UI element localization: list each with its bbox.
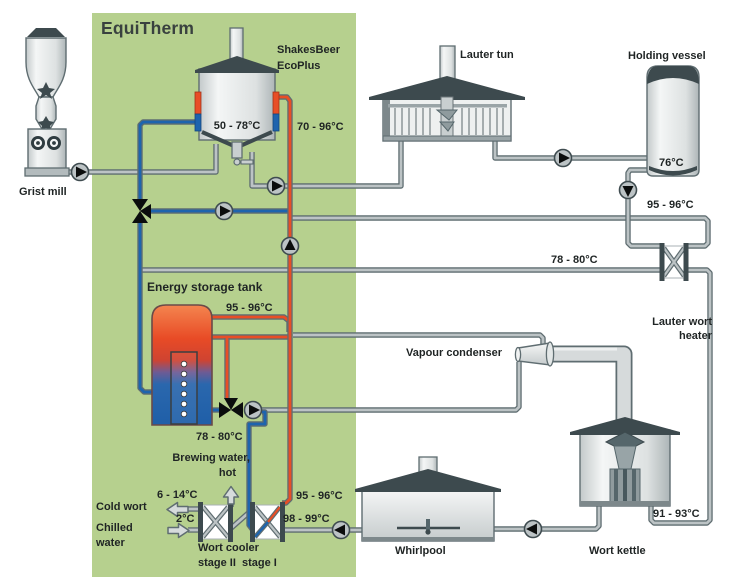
grist-mill-label: Grist mill xyxy=(19,186,67,198)
wort-cooler-stage1-icon xyxy=(250,502,285,542)
wort-kettle-label: Wort kettle xyxy=(589,545,646,557)
holding-vessel-label: Holding vessel xyxy=(628,50,706,62)
wort-cooler-label: Wort cooler xyxy=(198,542,259,554)
pump-icon xyxy=(280,236,300,256)
wort-cooler-stages-label: stage II stage I xyxy=(198,557,277,569)
chilled-water-temp: 2°C xyxy=(176,513,195,525)
mill-roller-icon xyxy=(31,136,45,150)
star-feeder-icon xyxy=(38,116,54,131)
cold-wort-arrow-icon xyxy=(166,501,189,518)
flow-arrows xyxy=(166,485,240,539)
pump-icon xyxy=(214,201,234,221)
mash-vessel-name-2: EcoPlus xyxy=(277,60,321,72)
lauter-wort-heater-icon xyxy=(659,243,689,281)
vapour-duct xyxy=(551,345,633,425)
energy-storage-tank xyxy=(151,304,213,426)
wort-cooler-stage2-icon xyxy=(198,502,233,542)
cold-wort-temp: 6 - 14°C xyxy=(157,489,198,501)
heater-name-1: Lauter wort xyxy=(652,316,712,328)
chilled-water-arrow-icon xyxy=(167,522,190,539)
mill-roller-icon xyxy=(47,136,61,150)
brewing-water-label-2: hot xyxy=(218,467,236,479)
heater-supply-temp: 95 - 96°C xyxy=(647,199,694,211)
whirlpool-vessel xyxy=(355,456,501,542)
mash-inner-temp: 50 - 78°C xyxy=(213,120,261,132)
mash-vessel-name-1: ShakesBeer xyxy=(277,44,340,56)
pumps xyxy=(70,148,638,540)
lauter-tun-label: Lauter tun xyxy=(460,49,514,61)
pump-icon xyxy=(331,520,351,540)
pipes-hot xyxy=(206,94,293,506)
holding-vessel-temp: 76°C xyxy=(659,157,684,169)
pump-icon xyxy=(243,400,263,420)
chilled-water-label-1: Chilled xyxy=(96,522,133,534)
grist-mill xyxy=(24,28,70,177)
energy-tank-label: Energy storage tank xyxy=(147,280,263,294)
brewing-water-arrow-icon xyxy=(222,485,240,505)
mash-vessel xyxy=(194,27,280,166)
energy-tank-top-temp: 95 - 96°C xyxy=(226,302,273,314)
internal-boiler-icon xyxy=(604,431,646,506)
diagram-title: EquiTherm xyxy=(101,18,195,38)
cooler-hot-out-temp: 95 - 96°C xyxy=(296,490,343,502)
heater-return-temp: 78 - 80°C xyxy=(551,254,598,266)
pump-icon xyxy=(523,519,543,539)
pump-icon xyxy=(618,180,638,200)
holding-vessel xyxy=(646,65,700,177)
three-way-valve-icon xyxy=(219,398,243,418)
pump-icon xyxy=(553,148,573,168)
outlet-valve-icon xyxy=(233,158,241,166)
brewing-water-label-1: Brewing water, xyxy=(172,452,250,464)
jacket-cold-band xyxy=(272,113,280,132)
jacket-hot-band xyxy=(194,91,202,115)
jacket-cold-band xyxy=(194,113,202,132)
star-feeder-icon xyxy=(37,82,55,99)
chilled-water-label-2: water xyxy=(96,537,125,549)
wort-kettle xyxy=(570,417,680,507)
rake-tines xyxy=(394,108,504,135)
heater-name-2: heater xyxy=(678,330,712,342)
jacket-hot-band xyxy=(272,91,280,115)
pipes-neutral xyxy=(65,138,713,533)
cooler-wort-in-temp: 98 - 99°C xyxy=(283,513,330,525)
vapour-condenser-icon xyxy=(514,341,555,367)
pump-icon xyxy=(266,176,286,196)
jacket-supply-temp: 70 - 96°C xyxy=(297,121,344,133)
pump-icon xyxy=(70,162,90,182)
lauter-tun xyxy=(369,45,525,142)
three-way-valve-icon xyxy=(132,199,151,223)
vapour-condenser-label: Vapour condenser xyxy=(406,347,502,359)
energy-tank-mixed-temp: 78 - 80°C xyxy=(196,431,243,443)
kettle-in-temp: 91 - 93°C xyxy=(653,508,700,520)
whirlpool-label: Whirlpool xyxy=(395,545,446,557)
cold-wort-label: Cold wort xyxy=(96,501,147,513)
